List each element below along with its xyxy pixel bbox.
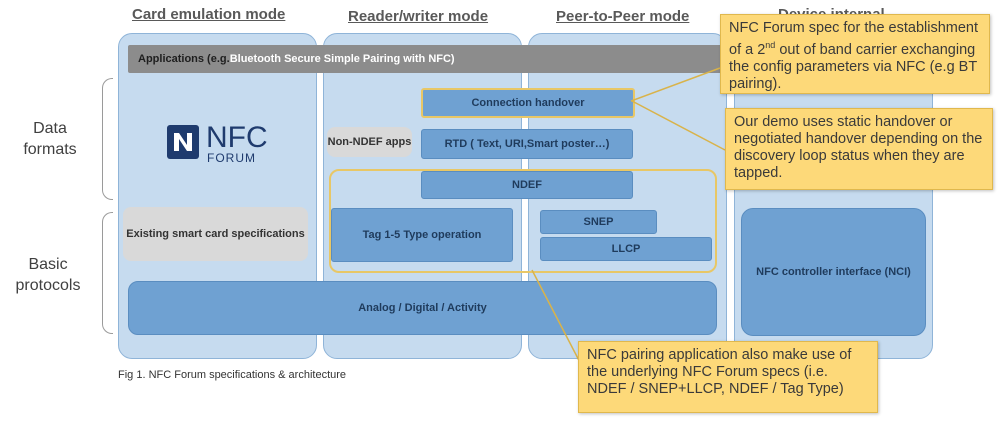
applications-example: Bluetooth Secure Simple Pairing with NFC… xyxy=(229,53,455,65)
callout-handover-spec: NFC Forum spec for the establishment of … xyxy=(720,14,990,94)
callout-spec-superscript: nd xyxy=(765,40,776,50)
applications-bar: Applications (e.g. Bluetooth Secure Simp… xyxy=(128,45,728,73)
logo-sub-text: FORUM xyxy=(207,151,256,165)
tag-type-operation-box: Tag 1-5 Type operation xyxy=(331,208,513,262)
connector-demo-callout xyxy=(631,100,726,151)
connector-pairing-callout xyxy=(531,269,586,373)
column-title-reader-writer: Reader/writer mode xyxy=(348,8,489,25)
applications-label: Applications (e.g. xyxy=(138,53,230,65)
nfc-forum-logo: NFC FORUM xyxy=(166,121,276,165)
analog-digital-activity-box: Analog / Digital / Activity xyxy=(128,281,717,335)
connection-handover-box: Connection handover xyxy=(421,88,635,118)
figure-caption: Fig 1. NFC Forum specifications & archit… xyxy=(118,369,347,381)
non-ndef-apps-box: Non-NDEF apps xyxy=(327,127,412,157)
label-data-formats: Data formats xyxy=(23,120,77,158)
ndef-box: NDEF xyxy=(421,171,633,199)
existing-smart-card-box: Existing smart card specifications xyxy=(123,207,308,261)
rtd-box: RTD ( Text, URI,Smart poster…) xyxy=(421,129,633,159)
nci-box: NFC controller interface (NCI) xyxy=(741,208,926,336)
connector-spec-callout xyxy=(630,67,721,102)
llcp-box: LLCP xyxy=(540,237,712,261)
label-basic-protocols: Basic protocols xyxy=(15,256,81,294)
ndef-stack-highlight xyxy=(329,169,717,273)
snep-box: SNEP xyxy=(540,210,657,234)
callout-spec-text-start: NFC Forum spec for the establishment of … xyxy=(729,20,979,58)
column-title-card-emulation: Card emulation mode xyxy=(132,6,286,23)
column-title-peer-to-peer: Peer-to-Peer mode xyxy=(556,8,690,25)
callout-demo: Our demo uses static handover or negotia… xyxy=(725,108,993,190)
nfc-n-mark-icon xyxy=(167,125,199,159)
callout-spec-text-end: out of band carrier exchanging the confi… xyxy=(729,41,977,92)
logo-main-text: NFC xyxy=(206,121,268,154)
callout-pairing: NFC pairing application also make use of… xyxy=(578,341,878,413)
